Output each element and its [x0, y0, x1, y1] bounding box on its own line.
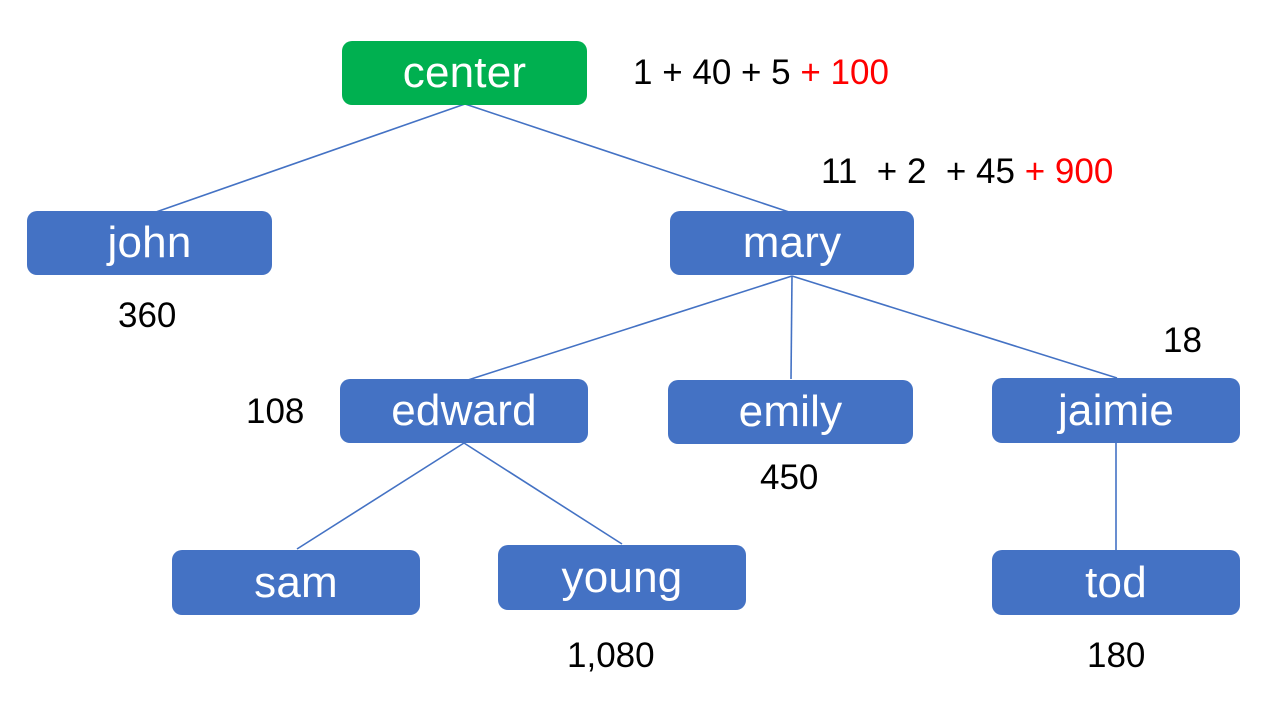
node-tod-label: tod — [1085, 557, 1147, 607]
edge-center-mary — [464, 103, 790, 213]
node-edward[interactable]: edward — [340, 379, 588, 443]
node-jaimie[interactable]: jaimie — [992, 378, 1240, 443]
formula-mary-term2: + 2 — [876, 152, 927, 191]
node-tod[interactable]: tod — [992, 550, 1240, 615]
node-emily[interactable]: emily — [668, 380, 913, 444]
node-mary-label: mary — [742, 218, 842, 267]
value-label-john: 360 — [118, 296, 177, 335]
formula-mary-extra: + 900 — [1024, 152, 1114, 191]
formula-mary-term1: 11 — [821, 152, 858, 191]
node-jaimie-label: jaimie — [1057, 385, 1175, 435]
edge-edward-young — [463, 442, 623, 545]
formula-mary-term3: + 45 — [945, 152, 1015, 191]
node-sam[interactable]: sam — [172, 550, 420, 615]
edge-mary-edward — [467, 275, 793, 381]
edge-mary-emily — [790, 275, 793, 380]
node-center[interactable]: center — [342, 41, 587, 105]
node-center-label: center — [402, 48, 527, 97]
node-john-label: john — [107, 218, 192, 267]
node-sam-label: sam — [254, 557, 338, 607]
edge-center-john — [155, 103, 466, 213]
formula-mary: 11 + 2 + 45 + 900 — [821, 154, 1113, 189]
value-label-edward: 108 — [246, 392, 305, 431]
node-john[interactable]: john — [27, 211, 272, 275]
formula-center-base: 1 + 40 + 5 — [633, 53, 791, 92]
value-label-tod: 180 — [1087, 636, 1146, 675]
edge-edward-sam — [296, 442, 465, 550]
node-young[interactable]: young — [498, 545, 746, 610]
node-emily-label: emily — [738, 387, 843, 436]
value-label-jaimie: 18 — [1163, 321, 1202, 360]
formula-center-extra: + 100 — [800, 53, 889, 92]
value-label-emily: 450 — [760, 458, 819, 497]
node-mary[interactable]: mary — [670, 211, 914, 275]
value-label-young: 1,080 — [567, 636, 655, 675]
node-young-label: young — [561, 552, 683, 602]
node-edward-label: edward — [391, 386, 537, 435]
edge-mary-jaimie — [791, 275, 1118, 379]
formula-center: 1 + 40 + 5 + 100 — [633, 55, 889, 90]
